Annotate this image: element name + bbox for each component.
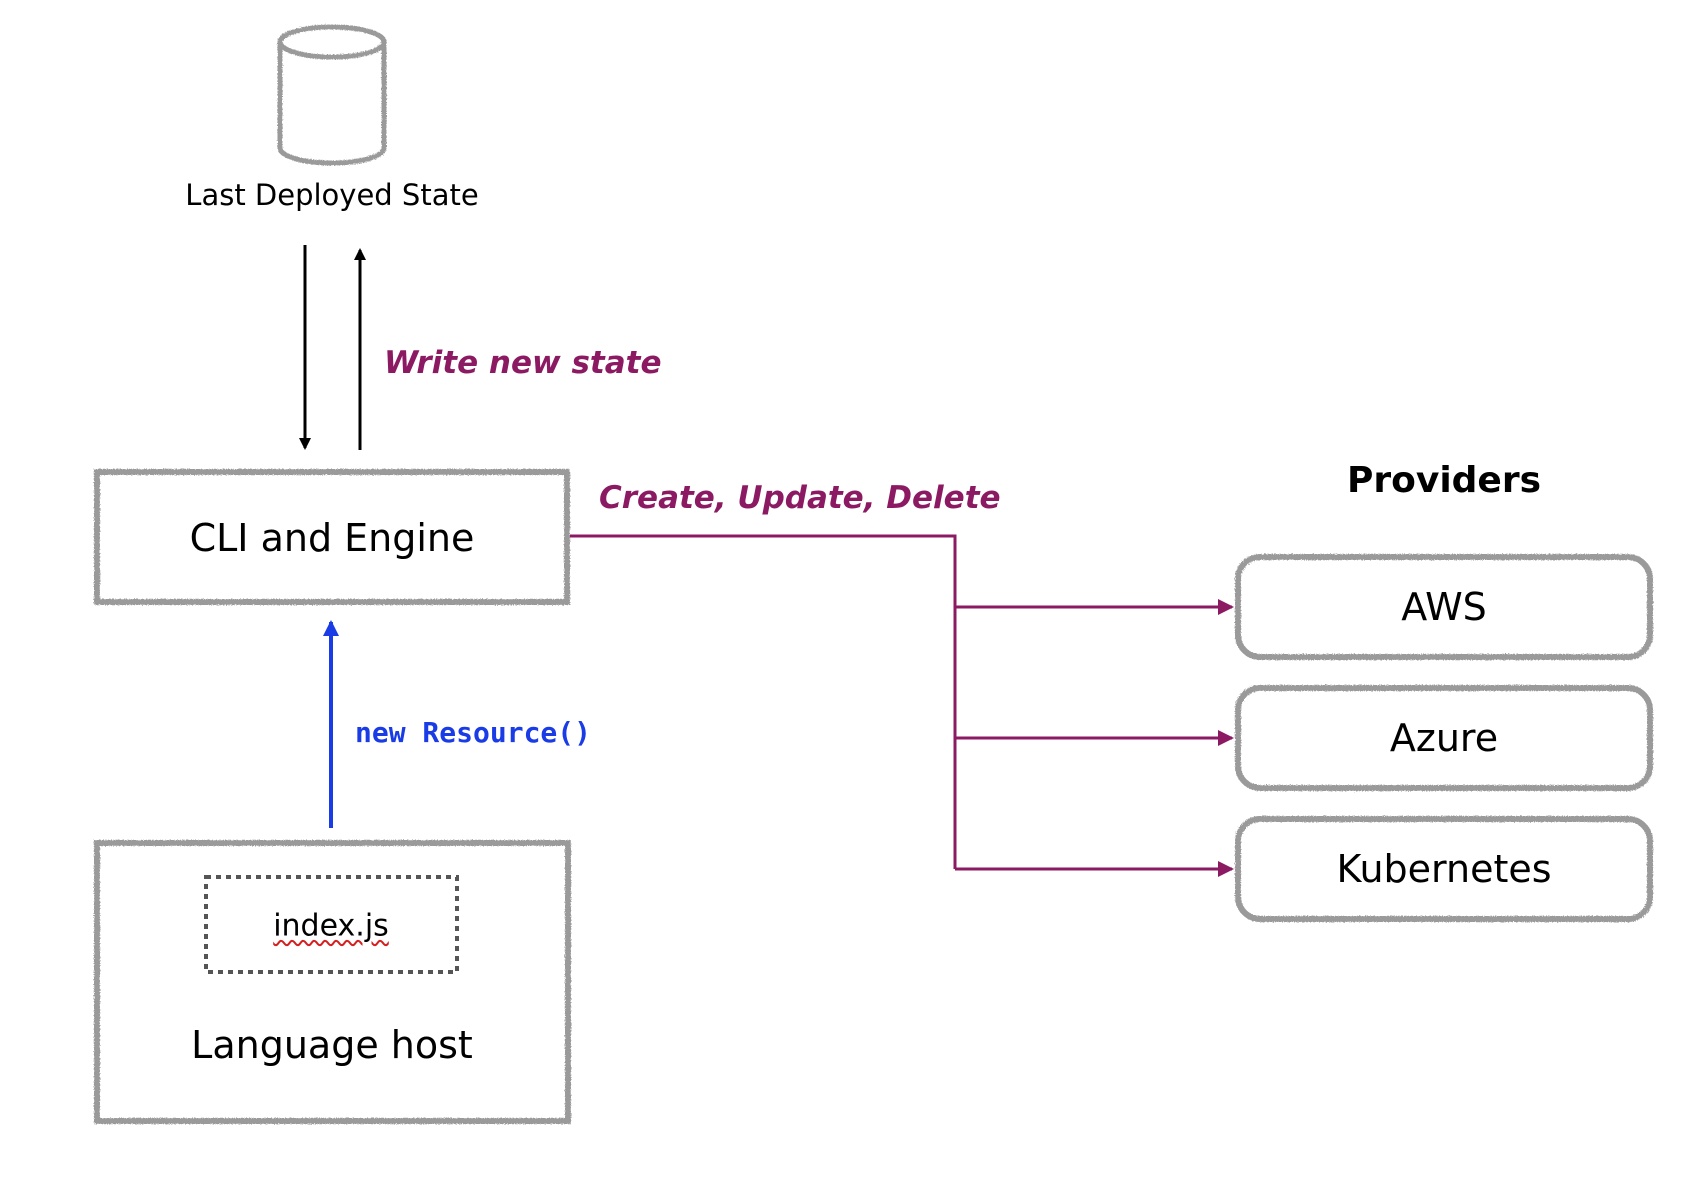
- provider-box-aws[interactable]: [1235, 554, 1653, 660]
- language-host-box[interactable]: [94, 840, 571, 1124]
- providers-heading: Providers: [1346, 460, 1542, 501]
- provider-label-aws: AWS: [1401, 585, 1487, 629]
- state-store-label: Last Deployed State: [185, 178, 479, 212]
- program-file-label: index.js: [273, 908, 389, 944]
- provider-label-kubernetes: Kubernetes: [1336, 847, 1552, 891]
- provider-box-kubernetes[interactable]: [1235, 816, 1653, 922]
- write-state-label: Write new state: [384, 345, 662, 381]
- program-file-box[interactable]: [204, 875, 459, 974]
- provider-label-azure: Azure: [1389, 716, 1499, 760]
- engine-label: CLI and Engine: [189, 516, 475, 560]
- new-resource-label: new Resource(): [355, 716, 592, 749]
- engine-to-providers-connector: [570, 534, 957, 869]
- engine-action-label: Create, Update, Delete: [599, 480, 1001, 516]
- language-host-label: Language host: [191, 1023, 473, 1067]
- provider-box-azure[interactable]: [1235, 685, 1653, 791]
- engine-box[interactable]: [94, 469, 570, 605]
- database-cylinder-icon: [277, 24, 387, 166]
